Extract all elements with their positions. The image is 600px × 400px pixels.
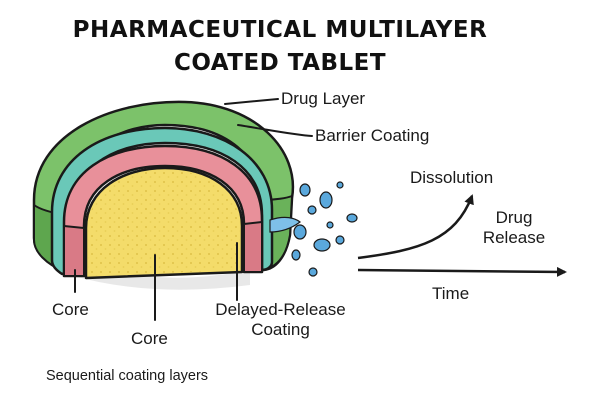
label-drug-release-line2: Release [482,228,546,247]
leader-barrier [237,124,313,137]
dissolution-curve-arrow [357,194,474,260]
title-line-1: PHARMACEUTICAL MULTILAYER [72,17,488,43]
tablet-shadow [70,258,250,290]
leader-lines [74,98,313,321]
caption-sequential-layers: Sequential coating layers [46,368,209,384]
label-drug-release: Drug Release [478,208,550,248]
label-barrier-coating: Barrier Coating [315,126,430,145]
label-delayed-release-line2: Coating [251,320,310,339]
title-line-2: COATED TABLET [173,50,387,76]
release-droplets [269,181,358,277]
leader-drug-layer [224,98,279,105]
label-core-bottom: Core [131,329,168,348]
label-drug-layer: Drug Layer [281,89,366,108]
time-axis-arrow [357,266,567,277]
diagram-title: PHARMACEUTICAL MULTILAYER COATED TABLET [0,14,560,80]
label-drug-release-line1: Drug [495,208,533,227]
delayed-release-side-left [63,224,85,277]
label-delayed-release-coating: Delayed-Release Coating [198,300,363,340]
label-time: Time [432,284,470,303]
delayed-release-side-right [243,220,263,273]
label-delayed-release-line1: Delayed-Release [215,300,346,319]
label-core-left: Core [52,300,89,319]
label-dissolution: Dissolution [410,168,494,187]
release-stream [269,216,301,233]
